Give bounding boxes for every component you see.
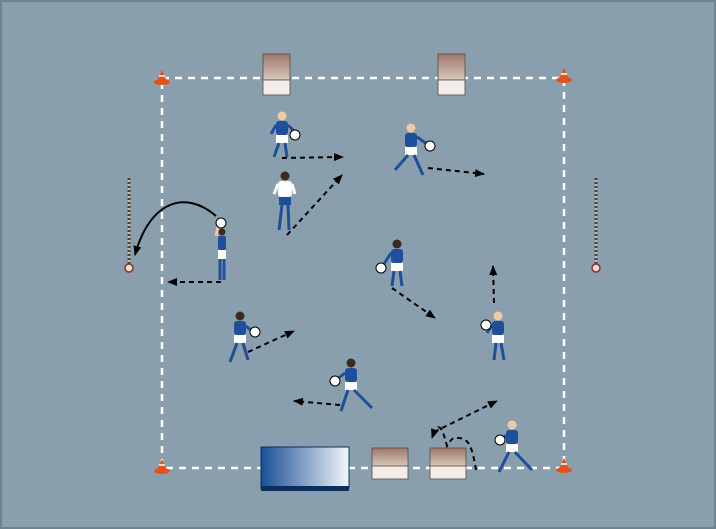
pole-left xyxy=(124,178,134,273)
cone-bottom-right xyxy=(556,458,572,473)
arrow-dribble-1 xyxy=(281,153,344,162)
throw-arc xyxy=(133,201,217,256)
hurdle-bottom-middle xyxy=(371,447,409,480)
cone-bottom-left xyxy=(154,459,170,474)
arrow-to-corner xyxy=(433,400,498,433)
player-throwing xyxy=(214,217,227,280)
player-with-ball-5 xyxy=(228,311,261,363)
hurdle-bottom-right xyxy=(429,447,467,480)
pole-right xyxy=(591,178,601,273)
gym-mat xyxy=(260,446,350,491)
arrow-over-hurdles xyxy=(431,426,477,471)
cone-top-right xyxy=(556,68,572,83)
hurdle-top-left xyxy=(262,53,291,96)
arrow-dribble-5 xyxy=(489,265,498,304)
player-with-ball-7 xyxy=(494,420,534,473)
player-with-ball-3 xyxy=(375,239,404,287)
drill-area-boundary xyxy=(160,76,566,470)
arrow-run-no-ball xyxy=(286,174,343,236)
player-with-ball-6 xyxy=(329,358,374,412)
hurdle-top-right xyxy=(437,53,466,96)
player-with-ball-4 xyxy=(480,311,506,361)
player-without-ball xyxy=(272,171,297,231)
player-with-ball-2 xyxy=(393,123,436,176)
arrow-dribble-2 xyxy=(427,167,485,178)
arrow-dribble-7 xyxy=(293,397,341,406)
cone-top-left xyxy=(154,70,170,85)
player-with-ball-1 xyxy=(269,111,301,158)
